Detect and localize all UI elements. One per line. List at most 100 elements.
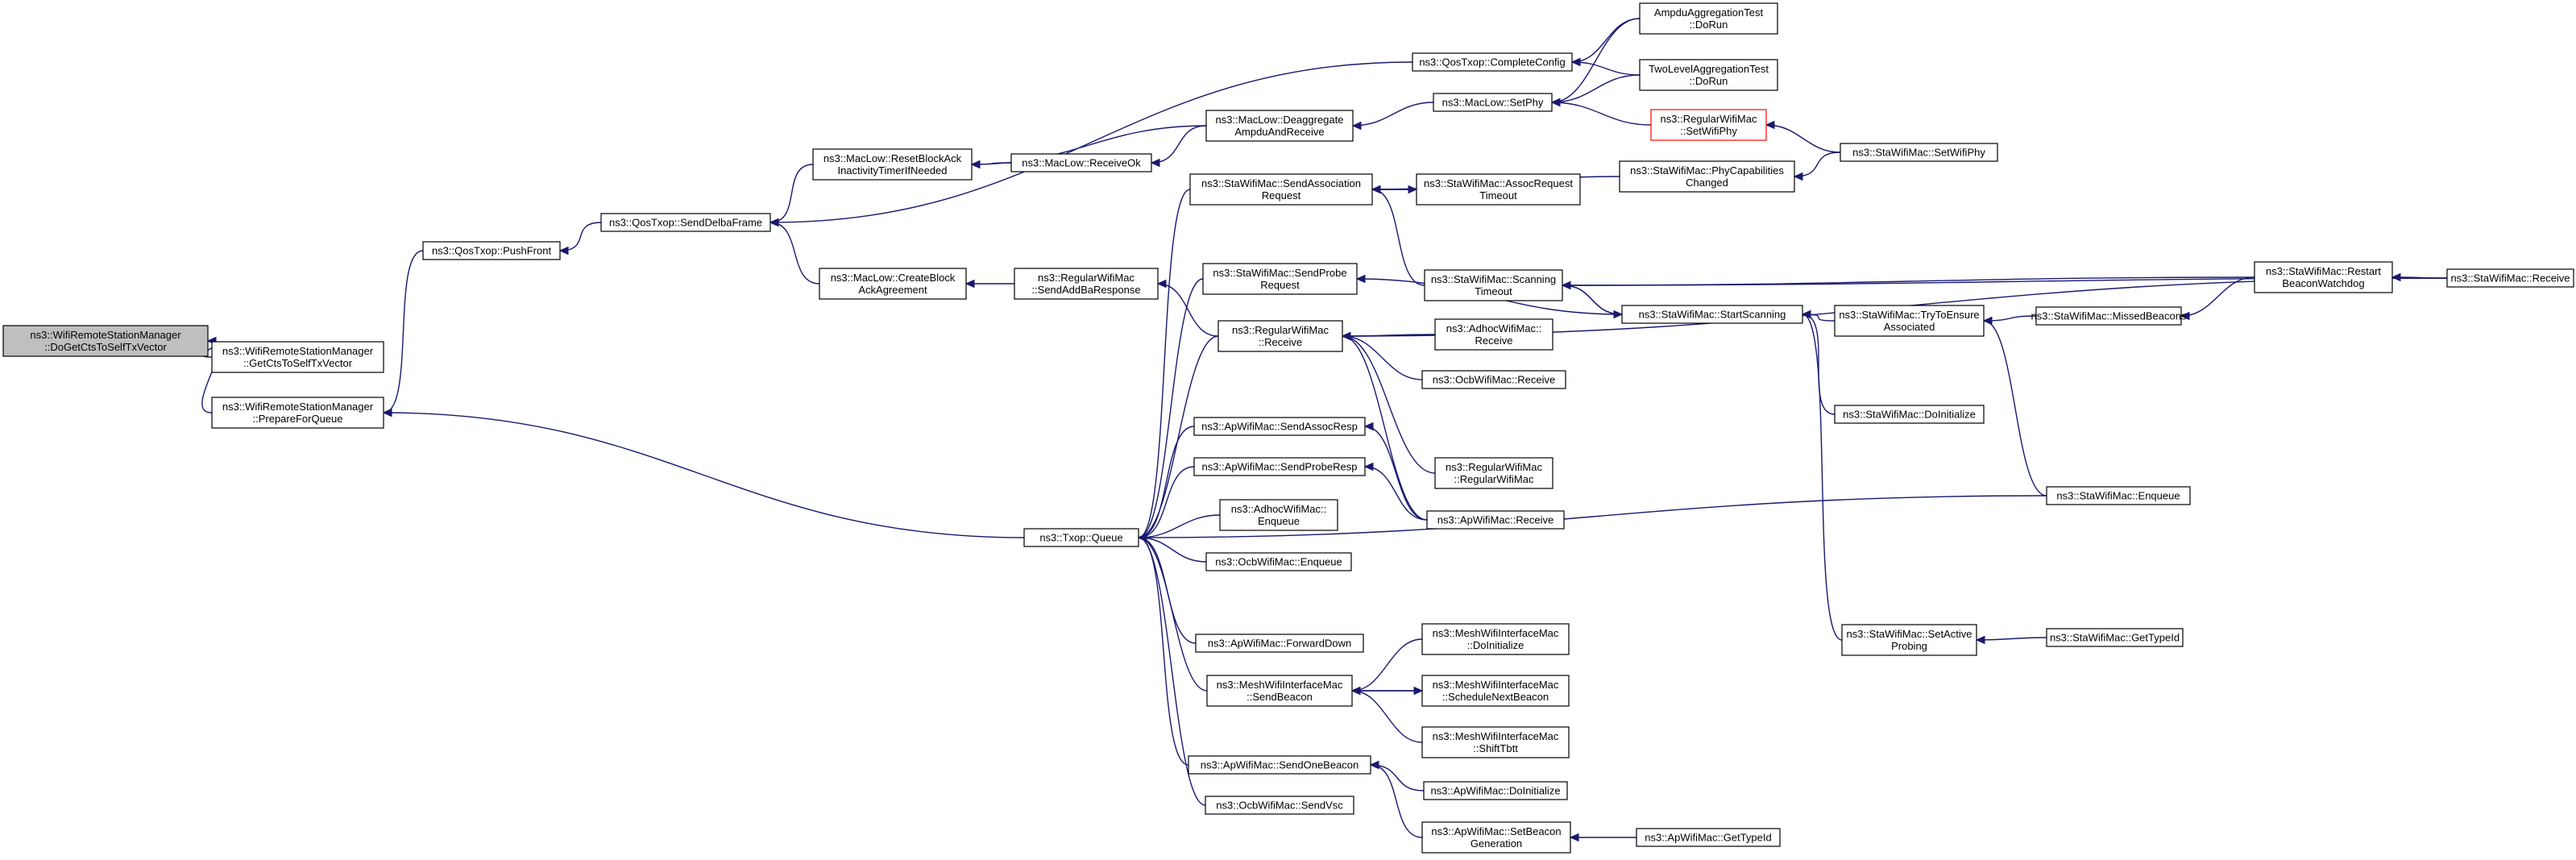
node-box[interactable] [812, 148, 973, 181]
node-box[interactable] [1621, 305, 1803, 324]
node-box[interactable] [211, 397, 384, 429]
node-box[interactable] [422, 241, 561, 260]
node-regreceive[interactable]: ns3::RegularWifiMac::Receive [1217, 320, 1343, 352]
node-regsetwifiphy[interactable]: ns3::RegularWifiMac::SetWifiPhy [1650, 109, 1767, 141]
node-txopqueue[interactable]: ns3::Txop::Queue [1023, 528, 1139, 547]
node-getcts[interactable]: ns3::WifiRemoteStationManager::GetCtsToS… [211, 341, 384, 373]
node-box[interactable] [1434, 457, 1553, 489]
node-box[interactable] [1014, 268, 1159, 300]
node-box[interactable] [819, 268, 967, 300]
node-box[interactable] [1423, 781, 1568, 800]
node-forwarddown[interactable]: ns3::ApWifiMac::ForwardDown [1195, 634, 1364, 653]
node-box[interactable] [2, 325, 209, 357]
node-root[interactable]: ns3::WifiRemoteStationManager::DoGetCtsT… [2, 325, 209, 357]
node-twoleveltest[interactable]: TwoLevelAggregationTest::DoRun [1639, 59, 1778, 91]
node-box[interactable] [1206, 675, 1353, 707]
node-ampdutest[interactable]: AmpduAggregationTest::DoRun [1639, 2, 1778, 35]
node-box[interactable] [1193, 457, 1366, 476]
node-box[interactable] [1434, 318, 1553, 351]
node-box[interactable] [1189, 173, 1373, 206]
node-box[interactable] [1421, 623, 1570, 655]
node-box[interactable] [1010, 153, 1152, 172]
node-box[interactable] [1421, 821, 1571, 854]
node-meshschedule[interactable]: ns3::MeshWifiInterfaceMac::ScheduleNextB… [1421, 675, 1570, 707]
node-prepare[interactable]: ns3::WifiRemoteStationManager::PrepareFo… [211, 397, 384, 429]
node-box[interactable] [1424, 269, 1563, 301]
node-box[interactable] [1412, 52, 1573, 72]
node-box[interactable] [1023, 528, 1139, 547]
node-sendproberesp[interactable]: ns3::ApWifiMac::SendProbeResp [1193, 457, 1366, 476]
node-regwifimac[interactable]: ns3::RegularWifiMac::RegularWifiMac [1434, 457, 1553, 489]
node-stagettypeid[interactable]: ns3::StaWifiMac::GetTypeId [2046, 628, 2184, 647]
node-box[interactable] [1639, 2, 1778, 35]
node-box[interactable] [1193, 417, 1366, 436]
node-box[interactable] [2254, 261, 2393, 293]
node-box[interactable] [1219, 499, 1338, 531]
node-ocbreceive[interactable]: ns3::OcbWifiMac::Receive [1421, 370, 1566, 389]
node-stasetwifiphy[interactable]: ns3::StaWifiMac::SetWifiPhy [1840, 143, 1998, 162]
node-box[interactable] [1421, 726, 1570, 758]
node-box[interactable] [1636, 828, 1781, 847]
node-box[interactable] [1650, 109, 1767, 141]
node-adhocreceive[interactable]: ns3::AdhocWifiMac::Receive [1434, 318, 1553, 351]
node-box[interactable] [1619, 160, 1795, 193]
node-box[interactable] [1416, 173, 1581, 206]
node-box[interactable] [1202, 263, 1358, 295]
node-sendonebeacon[interactable]: ns3::ApWifiMac::SendOneBeacon [1188, 755, 1371, 775]
node-box[interactable] [2446, 268, 2574, 288]
node-box[interactable] [600, 213, 771, 232]
node-ocbsendvsc[interactable]: ns3::OcbWifiMac::SendVsc [1205, 796, 1354, 815]
node-pushfront[interactable]: ns3::QosTxop::PushFront [422, 241, 561, 260]
node-box[interactable] [1433, 93, 1553, 112]
node-receiveok[interactable]: ns3::MacLow::ReceiveOk [1010, 153, 1152, 172]
node-meshsendbeacon[interactable]: ns3::MeshWifiInterfaceMac::SendBeacon [1206, 675, 1353, 707]
node-staenqueue[interactable]: ns3::StaWifiMac::Enqueue [2046, 486, 2191, 505]
node-box[interactable] [1421, 370, 1566, 389]
node-missedbeacons[interactable]: ns3::StaWifiMac::MissedBeacons [2031, 306, 2187, 326]
node-box[interactable] [1188, 755, 1371, 775]
node-sendaddba[interactable]: ns3::RegularWifiMac::SendAddBaResponse [1014, 268, 1159, 300]
node-box[interactable] [1205, 110, 1354, 142]
node-sendassocresp[interactable]: ns3::ApWifiMac::SendAssocResp [1193, 417, 1366, 436]
node-stareceive[interactable]: ns3::StaWifiMac::Receive [2446, 268, 2574, 288]
node-box[interactable] [1421, 675, 1570, 707]
node-apdoinit[interactable]: ns3::ApWifiMac::DoInitialize [1423, 781, 1568, 800]
node-box[interactable] [2035, 306, 2182, 326]
node-resetblockack[interactable]: ns3::MacLow::ResetBlockAckInactivityTime… [812, 148, 973, 181]
node-box[interactable] [1205, 796, 1354, 815]
node-box[interactable] [211, 341, 384, 373]
node-box[interactable] [1639, 59, 1778, 91]
node-box[interactable] [1834, 305, 1985, 337]
node-box[interactable] [1217, 320, 1343, 352]
node-box[interactable] [1426, 510, 1565, 530]
node-meshdoinit[interactable]: ns3::MeshWifiInterfaceMac::DoInitialize [1421, 623, 1570, 655]
node-stadoinit[interactable]: ns3::StaWifiMac::DoInitialize [1834, 405, 1985, 424]
node-adhocenqueue[interactable]: ns3::AdhocWifiMac::Enqueue [1219, 499, 1338, 531]
node-box[interactable] [2046, 486, 2191, 505]
node-box[interactable] [1205, 552, 1352, 571]
node-box[interactable] [1195, 634, 1364, 653]
node-box[interactable] [1840, 143, 1998, 162]
node-box[interactable] [2046, 628, 2184, 647]
node-box[interactable] [1841, 624, 1977, 656]
node-setphy[interactable]: ns3::MacLow::SetPhy [1433, 93, 1553, 112]
node-apgettypeid[interactable]: ns3::ApWifiMac::GetTypeId [1636, 828, 1781, 847]
node-box[interactable] [1834, 405, 1985, 424]
node-apreceive[interactable]: ns3::ApWifiMac::Receive [1426, 510, 1565, 530]
node-startscanning[interactable]: ns3::StaWifiMac::StartScanning [1621, 305, 1803, 324]
node-completeconfig[interactable]: ns3::QosTxop::CompleteConfig [1412, 52, 1573, 72]
node-meshshift[interactable]: ns3::MeshWifiInterfaceMac::ShiftTbtt [1421, 726, 1570, 758]
node-senddelba[interactable]: ns3::QosTxop::SendDelbaFrame [600, 213, 771, 232]
node-ocbenqueue[interactable]: ns3::OcbWifiMac::Enqueue [1205, 552, 1352, 571]
